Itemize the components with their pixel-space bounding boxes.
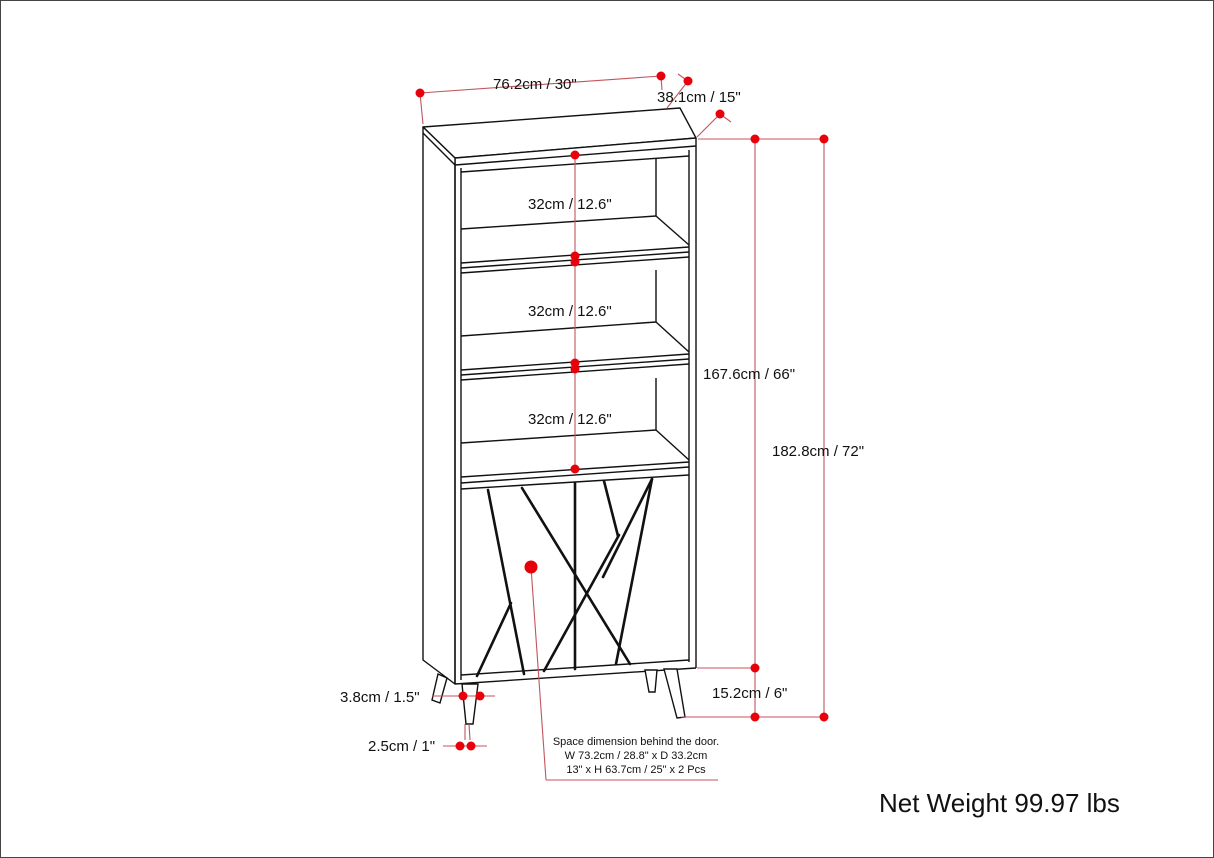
depth-dimension-label: 38.1cm / 15" [657,89,741,106]
leg-height-label: 15.2cm / 6" [712,685,788,702]
leg-top-diameter-label: 3.8cm / 1.5" [340,689,420,706]
door-space-note: Space dimension behind the door. W 73.2c… [548,735,724,777]
shelf-3-height-label: 32cm / 12.6" [528,411,612,428]
total-height-label: 182.8cm / 72" [772,443,865,460]
net-weight-label: Net Weight 99.97 lbs [879,788,1120,818]
door-note-line-1: Space dimension behind the door. [552,736,720,748]
door-note-line-3: 13" x H 63.7cm / 25" x 2 Pcs [566,764,706,776]
shelf-2-height-label: 32cm / 12.6" [528,303,612,320]
width-dimension-label: 76.2cm / 30" [493,76,577,93]
door-note-line-2: W 73.2cm / 28.8" x D 33.2cm [564,750,708,762]
shelf-1-height-label: 32cm / 12.6" [528,196,612,213]
body-height-label: 167.6cm / 66" [703,366,796,383]
leg-bottom-diameter-label: 2.5cm / 1" [368,738,436,755]
